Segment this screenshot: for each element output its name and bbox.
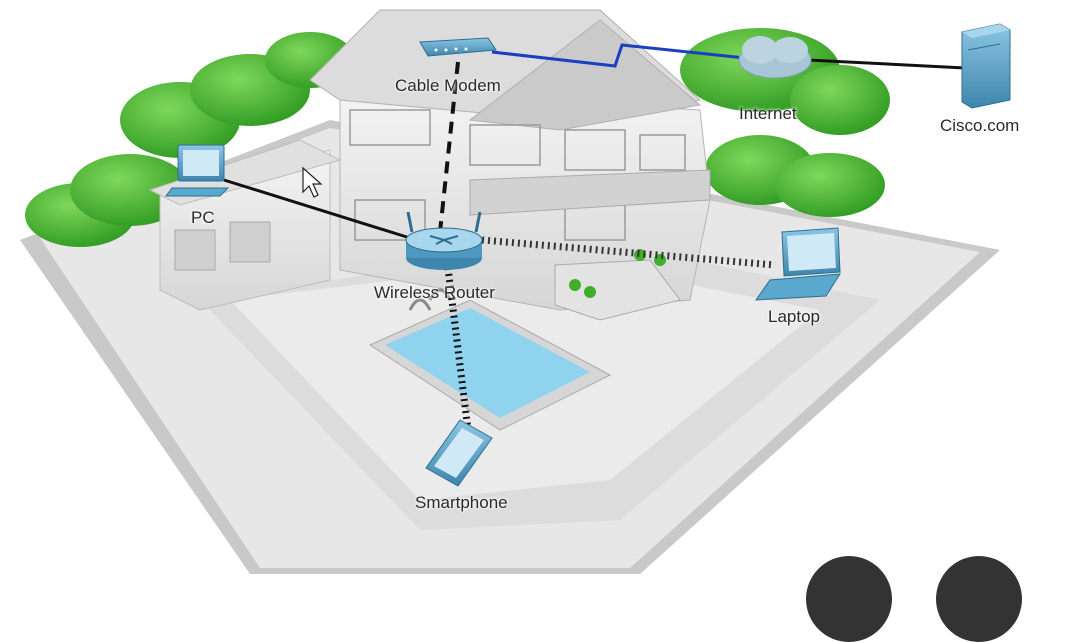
server-label: Cisco.com [940,116,1019,136]
laptop-label: Laptop [768,307,820,327]
smartphone-label: Smartphone [415,493,508,513]
wireless-router-label: Wireless Router [374,283,495,303]
cable-modem-label: Cable Modem [395,76,501,96]
overlay-control-button[interactable] [936,556,1022,642]
network-diagram [0,0,1080,574]
pc-label: PC [191,208,215,228]
server-icon [962,24,1010,108]
internet-label: Internet [739,104,797,124]
house [310,10,710,320]
overlay-control-button[interactable] [806,556,892,642]
internet-cloud-icon [739,36,811,78]
